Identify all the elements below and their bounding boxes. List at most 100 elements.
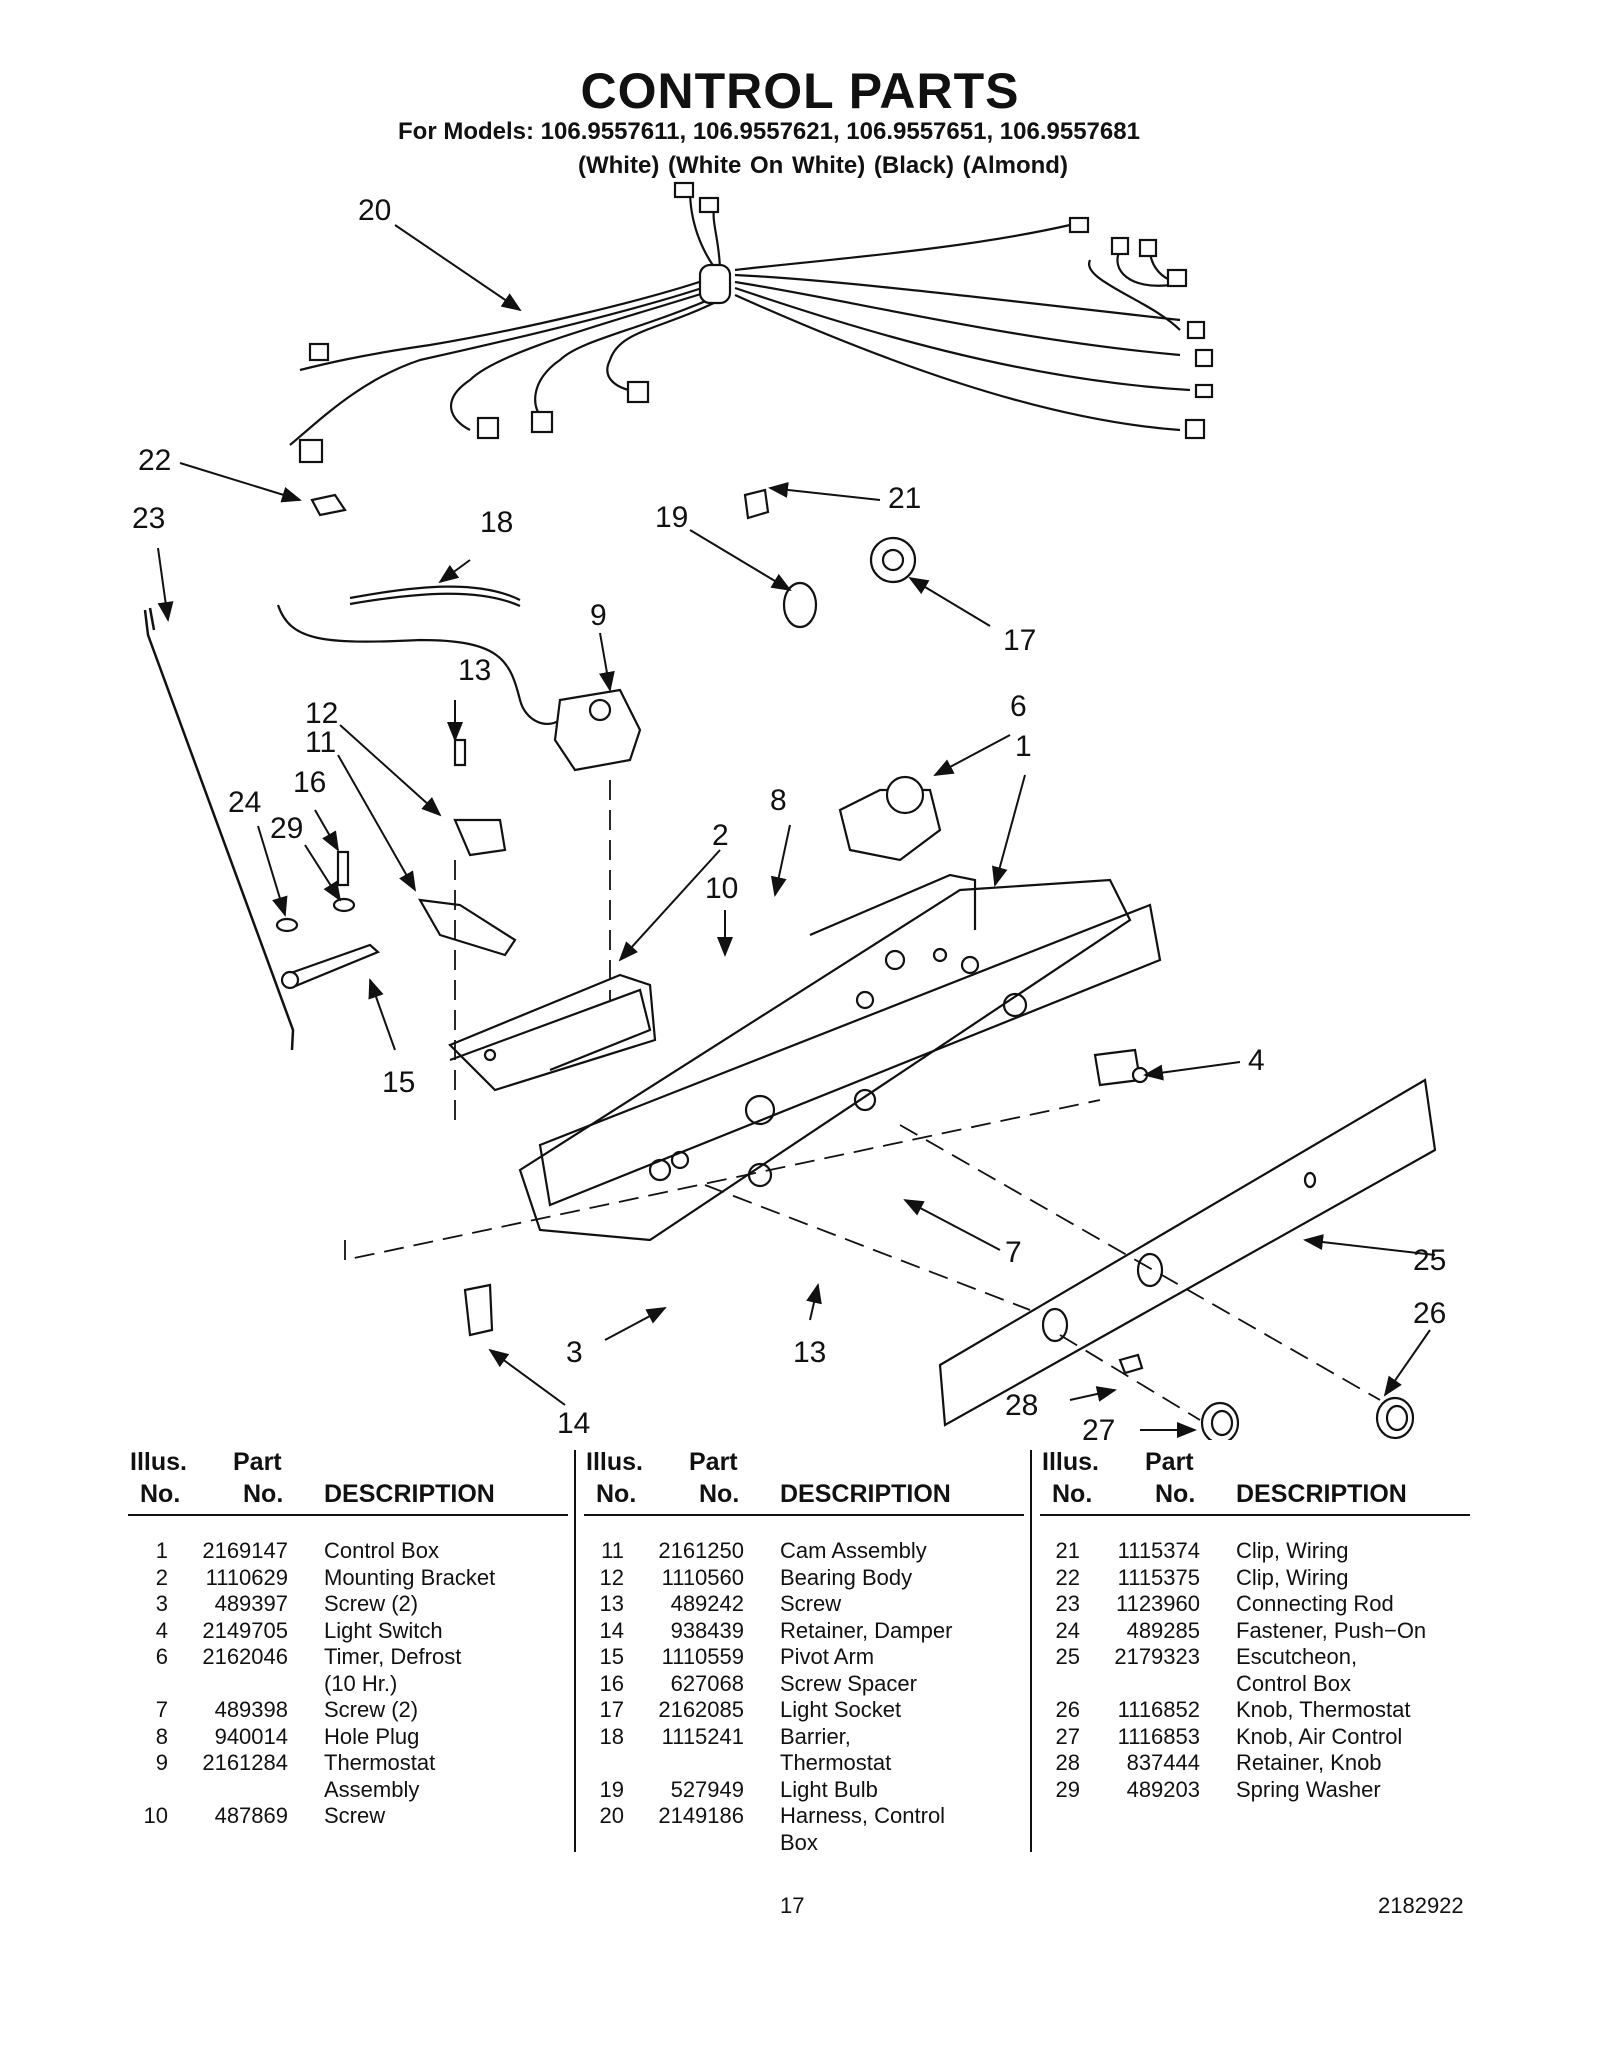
callout-number: 18 bbox=[480, 506, 513, 539]
callout-number: 29 bbox=[270, 812, 303, 845]
part-number: 489242 bbox=[670, 1591, 744, 1616]
mounting-bracket-drawing bbox=[448, 973, 657, 1092]
part-description: Fastener, Push−On bbox=[1236, 1617, 1427, 1643]
illus-number: 16 bbox=[599, 1670, 624, 1696]
illus-header-top: Illus. bbox=[130, 1448, 187, 1476]
illus-number: 18 bbox=[599, 1723, 624, 1749]
illus-number: 6 bbox=[155, 1644, 168, 1669]
table-row: 3 489397 Screw (2) bbox=[128, 1591, 568, 1618]
callout-number: 25 bbox=[1413, 1244, 1446, 1277]
callout-number: 13 bbox=[458, 654, 491, 687]
part-number: 2161284 bbox=[202, 1750, 288, 1775]
illus-number: 8 bbox=[155, 1723, 168, 1749]
part-number: 2149705 bbox=[202, 1617, 288, 1643]
part-header-top: Part bbox=[1145, 1448, 1194, 1476]
part-description: Cam Assembly bbox=[780, 1538, 927, 1563]
callout-number: 16 bbox=[293, 766, 326, 799]
part-description: Thermostat bbox=[780, 1750, 892, 1775]
callout-number: 12 bbox=[305, 697, 338, 730]
illus-number: 3 bbox=[155, 1591, 168, 1616]
part-number: 837444 bbox=[1126, 1750, 1200, 1775]
callout-number: 20 bbox=[358, 194, 391, 227]
part-description: Barrier, bbox=[780, 1723, 851, 1749]
callout-number: 23 bbox=[132, 502, 165, 535]
illus-header-bottom: No. bbox=[1052, 1480, 1093, 1508]
part-description: Screw (2) bbox=[324, 1697, 419, 1722]
light-socket-drawing bbox=[310, 488, 917, 629]
part-description: Knob, Air Control bbox=[1236, 1723, 1403, 1749]
page-number: 17 bbox=[780, 1893, 805, 1918]
part-description: Spring Washer bbox=[1236, 1776, 1381, 1802]
parts-table-header: Illus. No. Part No. DESCRIPTION bbox=[1040, 1448, 1470, 1516]
illus-number: 23 bbox=[1055, 1591, 1080, 1616]
part-description: Thermostat bbox=[324, 1750, 436, 1775]
illus-number: 15 bbox=[599, 1644, 624, 1669]
illus-number: 11 bbox=[601, 1538, 624, 1563]
part-description: Timer, Defrost bbox=[324, 1644, 462, 1669]
knobs-drawing bbox=[463, 1048, 1415, 1440]
illus-number: 27 bbox=[1055, 1723, 1080, 1749]
part-number: 2149186 bbox=[658, 1803, 744, 1828]
callout-number: 17 bbox=[1003, 624, 1036, 657]
part-number: 627068 bbox=[670, 1670, 744, 1696]
page-title: CONTROL PARTS bbox=[580, 63, 1020, 119]
defrost-timer-drawing bbox=[838, 775, 942, 862]
part-number: 940014 bbox=[214, 1723, 288, 1749]
illus-header-top: Illus. bbox=[1042, 1448, 1099, 1476]
part-number: 527949 bbox=[670, 1776, 744, 1802]
callout-leaders bbox=[157, 224, 1436, 1438]
part-header-top: Part bbox=[233, 1448, 282, 1476]
illus-number: 21 bbox=[1055, 1538, 1080, 1563]
part-number: 2162046 bbox=[202, 1644, 288, 1669]
assembly-guide-lines bbox=[344, 780, 1381, 1421]
part-description: Clip, Wiring bbox=[1236, 1564, 1349, 1590]
part-number: 1110629 bbox=[205, 1564, 288, 1590]
callout-number: 21 bbox=[888, 482, 921, 515]
thermostat-barrier-drawing bbox=[276, 585, 561, 726]
part-description: Screw bbox=[780, 1591, 842, 1616]
callout-number: 24 bbox=[228, 786, 261, 819]
part-description: Retainer, Knob bbox=[1236, 1750, 1382, 1775]
part-number: 1123960 bbox=[1115, 1591, 1200, 1616]
part-header-bottom: No. bbox=[1155, 1480, 1196, 1508]
illus-number: 4 bbox=[155, 1617, 168, 1643]
part-description: Screw (2) bbox=[324, 1591, 419, 1616]
part-description: Bearing Body bbox=[780, 1564, 913, 1590]
table-row: Box bbox=[584, 1830, 1024, 1857]
part-description: Assembly bbox=[324, 1776, 420, 1802]
table-row: Thermostat bbox=[584, 1750, 1024, 1777]
part-number: 489397 bbox=[214, 1591, 288, 1616]
pivot-arm-drawing bbox=[275, 738, 517, 990]
part-number: 1115241 bbox=[661, 1723, 744, 1749]
illus-number: 12 bbox=[599, 1564, 624, 1590]
illus-number: 7 bbox=[155, 1697, 168, 1722]
illus-number: 20 bbox=[599, 1803, 624, 1828]
part-description: Clip, Wiring bbox=[1236, 1538, 1349, 1563]
part-number: 2179323 bbox=[1114, 1644, 1200, 1669]
part-description: Escutcheon, bbox=[1236, 1644, 1358, 1669]
callout-number: 8 bbox=[770, 784, 787, 817]
part-number: 1110559 bbox=[661, 1644, 744, 1669]
models-line: For Models: 106.9557611, 106.9557621, 10… bbox=[398, 118, 1140, 145]
part-number: 1115374 bbox=[1117, 1538, 1200, 1563]
table-row: 6 2162046 Timer, Defrost bbox=[128, 1644, 568, 1671]
part-number: 489203 bbox=[1126, 1776, 1200, 1802]
illus-number: 29 bbox=[1055, 1776, 1080, 1802]
part-description: Light Switch bbox=[324, 1617, 443, 1643]
table-row: Control Box bbox=[1040, 1671, 1480, 1698]
illus-number: 26 bbox=[1055, 1697, 1080, 1722]
part-number: 2162085 bbox=[658, 1697, 744, 1722]
exploded-parts-diagram: 20 22 23 18 19 21 17 9 13 12 11 16 24 29… bbox=[132, 181, 1446, 1440]
part-number: 938439 bbox=[670, 1617, 744, 1643]
callout-number: 4 bbox=[1248, 1044, 1265, 1077]
